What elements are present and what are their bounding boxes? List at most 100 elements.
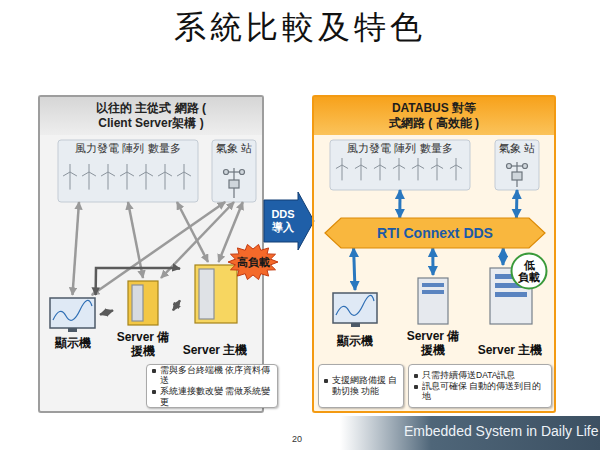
slide-title: 系統比較及特色 <box>0 6 600 50</box>
turbine-blade <box>437 158 438 165</box>
turbine-blade <box>127 164 128 172</box>
turbine-pole <box>456 165 457 180</box>
turbine-blade <box>399 158 400 165</box>
connector-arrow <box>73 202 80 295</box>
turbine-blade <box>342 158 343 165</box>
turbine-blade <box>418 158 419 165</box>
turbine-blade <box>456 165 462 169</box>
display-device: 顯示機 <box>45 295 100 351</box>
node-label: 風力發電 陣列 數量多 <box>347 142 452 155</box>
connector-arrow <box>128 202 143 278</box>
connector-arrow <box>354 248 355 290</box>
turbine-pole <box>380 165 381 180</box>
turbine-pole <box>184 172 185 190</box>
area-fill <box>58 140 198 202</box>
turbine-blade <box>380 158 381 165</box>
turbine-pole <box>418 165 419 180</box>
weather-station <box>224 162 528 198</box>
network-panel: 以往的 主從式 網路 ( Client Server架構 ) 風力發電 陣列 數量… <box>38 95 264 413</box>
note-box: 只需持續傳送DATA訊息訊息可確保 自動的傳送到目的地 <box>408 364 552 408</box>
connector-arrow <box>398 190 401 218</box>
turbine-pole <box>437 165 438 180</box>
server-device: Server 主機 <box>180 262 250 358</box>
node-label: 高負載 <box>237 255 270 270</box>
starburst <box>228 244 278 279</box>
turbine-blade <box>380 165 386 169</box>
connector-arrow <box>161 202 234 278</box>
load-badge: 低 負載 <box>510 252 548 290</box>
turbine-blade <box>431 165 437 169</box>
connector-arrow <box>502 248 505 265</box>
bullet-note: 需與多台終端機 依序資料傳送 <box>151 365 273 386</box>
turbine-blade <box>184 164 185 172</box>
turbine-blade <box>393 165 399 169</box>
turbine-blade <box>412 165 418 169</box>
node-label: Server 備援機 <box>113 331 173 359</box>
turbine-blade <box>108 164 109 172</box>
turbine-blade <box>146 164 147 172</box>
note-box: 需與多台終端機 依序資料傳送系統連接數改變 需做系統變更 <box>146 364 278 409</box>
turbine-blade <box>361 165 367 169</box>
network-panel: DATABUS 對等式網路 ( 高效能 ) 風力發電 陣列 數量多 氣象 站 RTI … <box>312 95 556 413</box>
connector-arrow <box>173 300 180 310</box>
wind-farm-box: 風力發電 陣列 數量多 <box>330 140 470 190</box>
turbine-blade <box>361 158 362 165</box>
node-label: 風力發電 陣列 數量多 <box>75 142 180 155</box>
turbine-blade <box>89 172 96 176</box>
band-shape <box>325 218 545 248</box>
turbine-pole <box>89 172 90 190</box>
turbine-blade <box>101 172 108 176</box>
turbine-blade <box>70 164 71 172</box>
footer-text: Embedded System in Daily Life <box>404 423 599 439</box>
turbine-blade <box>342 165 348 169</box>
turbine-pole <box>399 165 400 180</box>
panel-heading: DATABUS 對等式網路 ( 高效能 ) <box>314 97 554 135</box>
connector-arrow <box>100 310 113 314</box>
turbine-blade <box>399 165 405 169</box>
turbine-blade <box>165 172 172 176</box>
bullet-note: 系統連接數改變 需做系統變更 <box>151 386 273 407</box>
area-fill <box>212 140 256 202</box>
turbine-blade <box>418 165 424 169</box>
node-label: 氣象 站 <box>499 142 535 155</box>
turbine-pole <box>70 172 71 190</box>
arrow-shape <box>264 192 314 250</box>
turbine-blade <box>336 165 342 169</box>
bullet-note: 訊息可確保 自動的傳送到目的地 <box>413 381 547 402</box>
turbine-blade <box>450 165 456 169</box>
transition-arrow: DDS 導入 <box>264 192 314 250</box>
turbine-pole <box>127 172 128 190</box>
node-label: Server 備援機 <box>402 330 464 358</box>
display-device: 顯示機 <box>325 290 385 349</box>
turbine-blade <box>70 172 77 176</box>
turbine-blade <box>437 165 443 169</box>
turbine-blade <box>456 158 457 165</box>
page-number: 20 <box>292 434 302 444</box>
turbine-blade <box>127 172 134 176</box>
turbine-pole <box>165 172 166 190</box>
node-label: 顯示機 <box>55 337 91 351</box>
bullet-note: 支援網路備援 自動切換 功能 <box>323 375 399 396</box>
connector-arrow <box>431 248 434 275</box>
load-starburst: 高負載 <box>228 244 278 280</box>
panel-fill <box>312 95 556 413</box>
weather-station-box: 氣象 站 <box>212 140 256 202</box>
bullet-note: 只需持續傳送DATA訊息 <box>413 370 515 381</box>
node-label: Server 主機 <box>183 344 248 358</box>
turbine-blade <box>374 165 380 169</box>
turbine-blade <box>355 165 361 169</box>
panel-heading: 以往的 主從式 網路 ( Client Server架構 ) <box>40 97 262 135</box>
turbine-pole <box>108 172 109 190</box>
weather-station-box: 氣象 站 <box>495 140 539 190</box>
node-label: Server 主機 <box>478 344 543 358</box>
turbine-pole <box>361 165 362 180</box>
turbine-blade <box>82 172 89 176</box>
connector-arrow <box>515 190 519 218</box>
area-fill <box>330 140 470 190</box>
footer-band <box>340 416 600 450</box>
turbine-blade <box>108 172 115 176</box>
node-label: RTI Connext DDS <box>377 225 493 241</box>
server-device: Server 備援機 <box>113 278 173 359</box>
turbine-blade <box>184 172 191 176</box>
